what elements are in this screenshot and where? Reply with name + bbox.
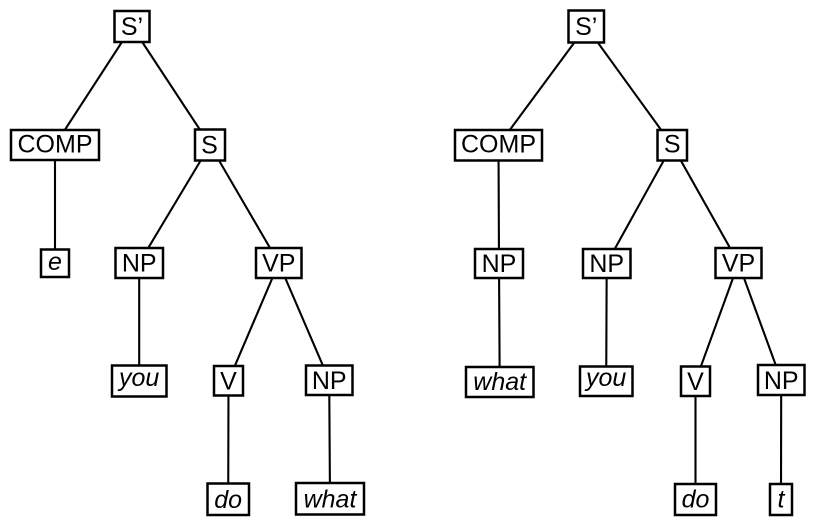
- svg-text:do: do: [682, 486, 710, 514]
- svg-text:t: t: [778, 486, 786, 514]
- svg-text:VP: VP: [722, 249, 755, 277]
- svg-text:V: V: [687, 368, 704, 396]
- svg-text:VP: VP: [262, 250, 295, 278]
- svg-text:S’: S’: [121, 13, 143, 41]
- svg-text:V: V: [220, 367, 237, 395]
- svg-text:COMP: COMP: [461, 130, 536, 158]
- svg-text:what: what: [473, 368, 527, 396]
- svg-text:S: S: [664, 131, 681, 159]
- svg-text:do: do: [214, 486, 242, 514]
- svg-text:what: what: [304, 486, 358, 514]
- svg-text:NP: NP: [312, 367, 347, 395]
- svg-text:you: you: [584, 364, 626, 392]
- svg-text:S’: S’: [575, 13, 597, 41]
- svg-text:NP: NP: [764, 367, 799, 395]
- svg-text:you: you: [117, 364, 159, 392]
- svg-text:NP: NP: [589, 250, 624, 278]
- svg-text:NP: NP: [482, 250, 517, 278]
- svg-text:S: S: [201, 131, 218, 159]
- svg-text:COMP: COMP: [18, 130, 93, 158]
- svg-text:e: e: [48, 248, 62, 276]
- svg-text:NP: NP: [122, 249, 157, 277]
